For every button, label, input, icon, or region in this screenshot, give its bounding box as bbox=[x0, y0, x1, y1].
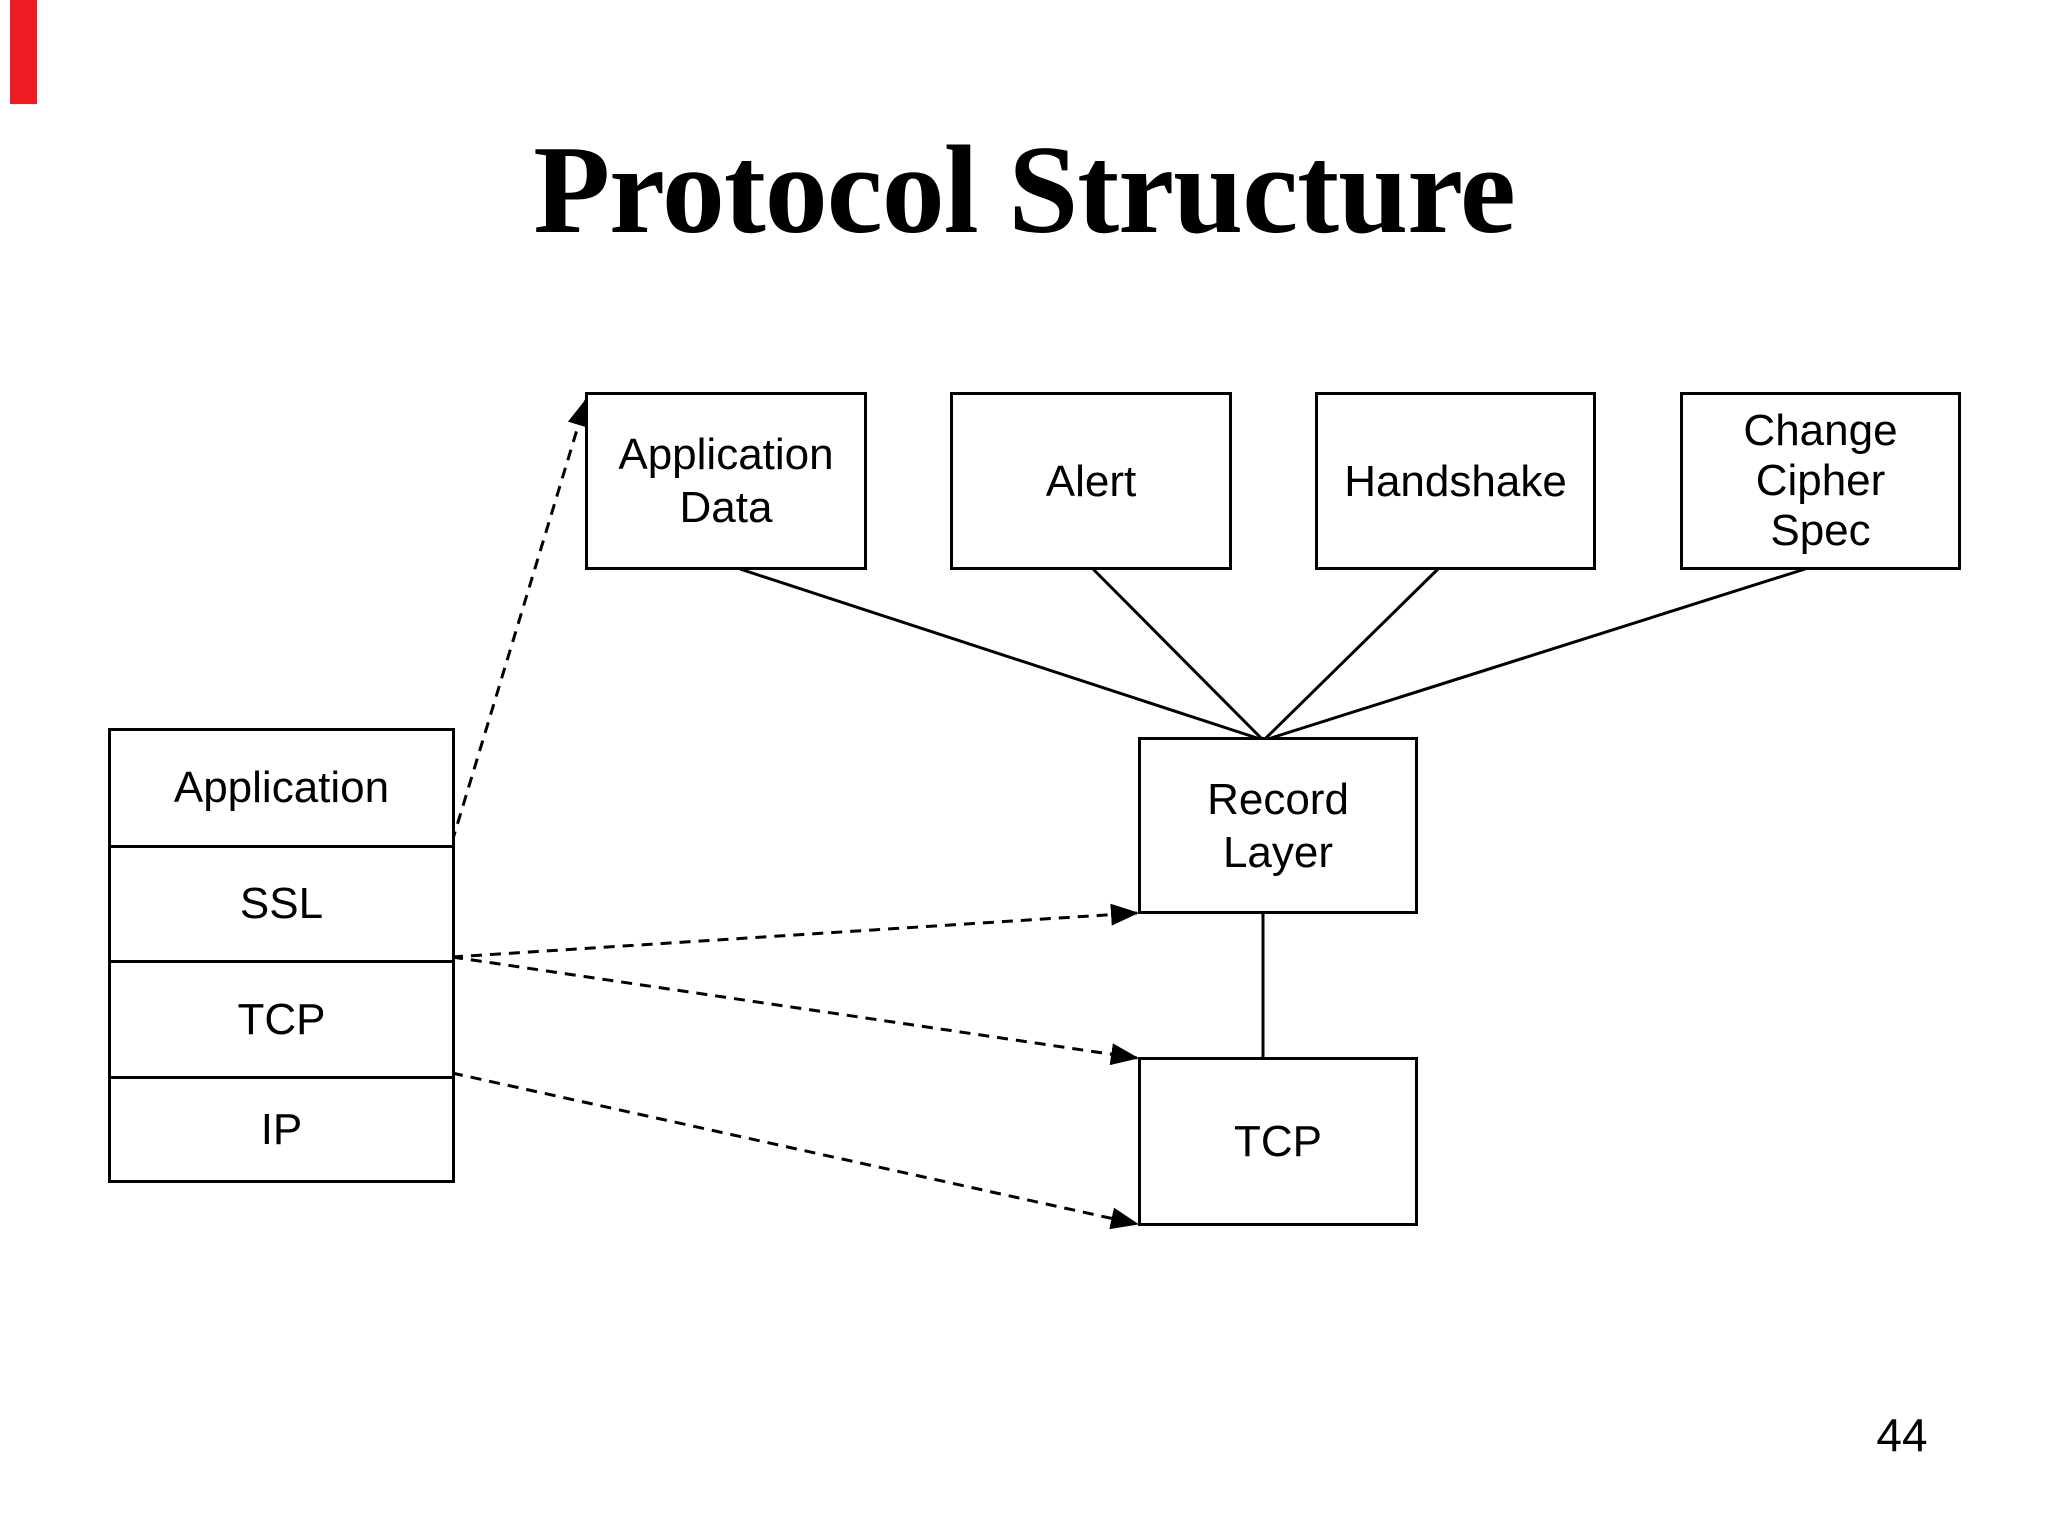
box-change-cipher-spec: Change Cipher Spec bbox=[1680, 392, 1961, 570]
protocol-stack: Application SSL TCP IP bbox=[108, 728, 455, 1183]
connector-appdata-recordlayer bbox=[739, 567, 1258, 740]
connector-handshake-recordlayer bbox=[1264, 567, 1440, 740]
box-change-cipher-spec-label-line2: Cipher bbox=[1755, 456, 1886, 505]
box-change-cipher-spec-label-line3: Spec bbox=[1770, 506, 1871, 555]
stack-row-application-label: Application bbox=[173, 763, 390, 812]
stack-row-ssl: SSL bbox=[111, 845, 452, 960]
stack-row-ip-label: IP bbox=[260, 1104, 303, 1154]
box-tcp: TCP bbox=[1138, 1057, 1418, 1226]
dashed-arrow-stack-tcp-top bbox=[451, 955, 1139, 1066]
stack-row-application: Application bbox=[111, 731, 452, 845]
connector-alert-recordlayer bbox=[1091, 567, 1263, 740]
box-handshake: Handshake bbox=[1315, 392, 1596, 570]
page-number: 44 bbox=[1876, 1409, 1928, 1461]
page-title: Protocol Structure bbox=[533, 121, 1516, 260]
box-application-data-label-line1: Application bbox=[618, 430, 834, 479]
red-accent-bar bbox=[10, 0, 37, 104]
dashed-arrow-stack-appdata bbox=[450, 398, 589, 843]
box-record-layer-label-line2: Layer bbox=[1222, 827, 1334, 877]
box-alert-label: Alert bbox=[1045, 456, 1137, 506]
stack-row-tcp: TCP bbox=[111, 960, 452, 1076]
box-tcp-label: TCP bbox=[1234, 1117, 1322, 1166]
stack-row-ssl-label: SSL bbox=[239, 879, 324, 928]
box-application-data: Application Data bbox=[585, 392, 867, 570]
dashed-arrow-stack-tcp-bottom bbox=[451, 1071, 1139, 1230]
dashed-arrow-stack-recordlayer bbox=[451, 903, 1139, 959]
box-record-layer: Record Layer bbox=[1138, 737, 1418, 914]
stack-row-tcp-label: TCP bbox=[237, 994, 326, 1044]
box-change-cipher-spec-label-line1: Change bbox=[1743, 406, 1898, 455]
stack-row-ip: IP bbox=[111, 1076, 452, 1180]
box-alert: Alert bbox=[950, 392, 1232, 570]
box-handshake-label: Handshake bbox=[1344, 456, 1567, 506]
box-record-layer-label-line1: Record bbox=[1207, 774, 1349, 824]
connector-ccs-recordlayer bbox=[1270, 567, 1806, 740]
box-application-data-label-line2: Data bbox=[679, 483, 773, 532]
